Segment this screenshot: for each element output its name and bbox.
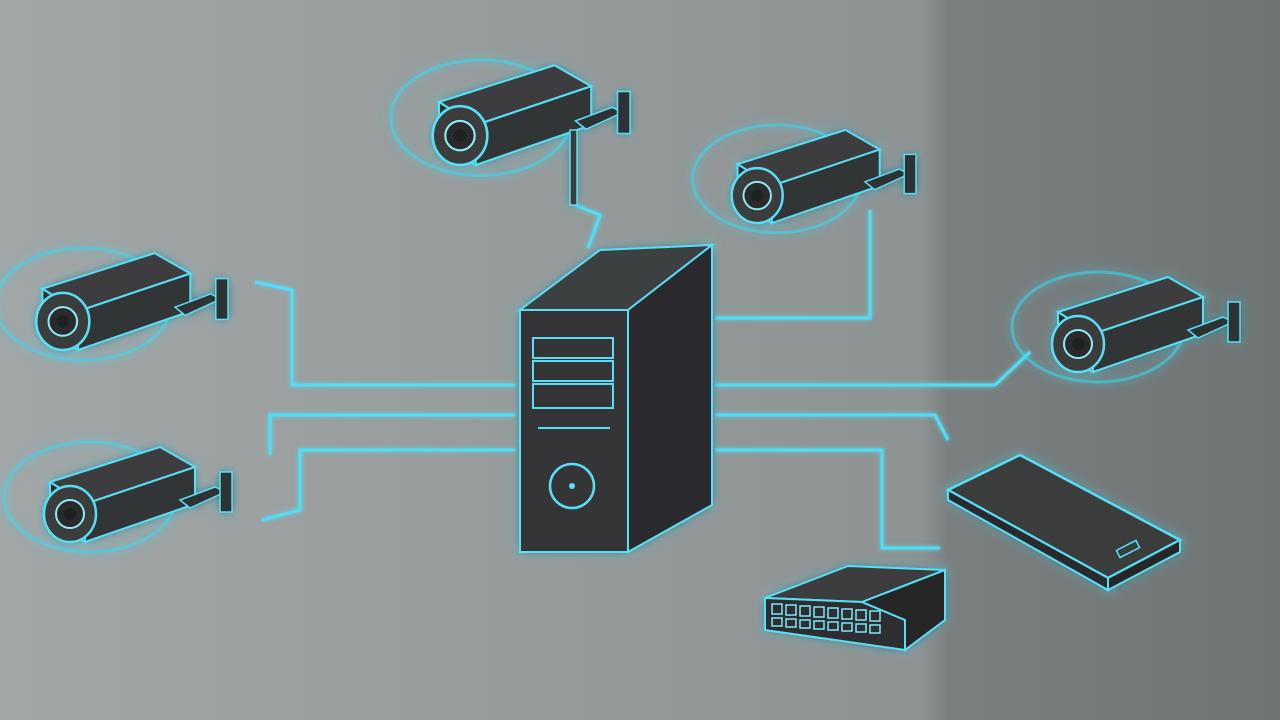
camera-top-center [389,58,632,206]
link-camera-left-upper [254,280,515,387]
smartphone [945,453,1183,592]
network-recorder [764,564,946,652]
link-camera-top-center [574,203,602,249]
drive-bay [532,383,614,409]
link-camera-right [715,350,1032,387]
connection-lines [254,203,1032,550]
link-smartphone [715,413,950,441]
link-camera-top-right [715,210,872,320]
port-row [771,603,881,634]
power-button-icon [548,462,596,510]
home-button-icon [1115,539,1141,559]
server-tower [517,242,716,554]
link-camera-left-lower-b [261,448,515,522]
drive-bay [532,337,614,359]
link-network-recorder [715,448,940,550]
drive-bay [532,360,614,382]
link-camera-left-lower-a [268,413,515,455]
